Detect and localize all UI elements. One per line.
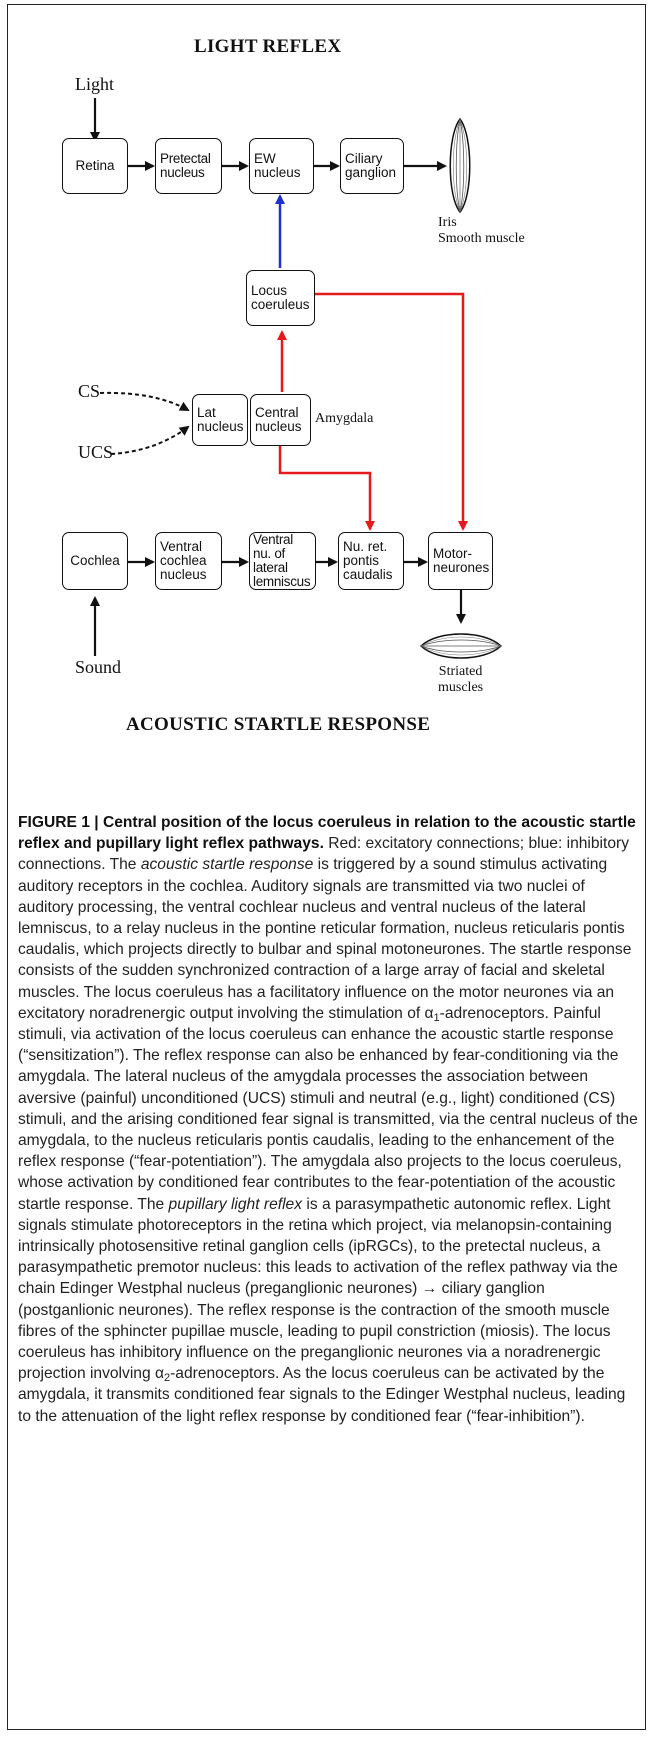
sound-label: Sound xyxy=(75,657,122,677)
amygdala-label: Amygdala xyxy=(315,411,374,426)
cs-label: CS xyxy=(78,381,101,401)
arrow-cs-lat xyxy=(99,391,190,411)
acoustic-startle-title: ACOUSTIC STARTLE RESPONSE xyxy=(126,714,431,735)
ucs-label: UCS xyxy=(78,442,114,462)
ciliary-ganglion-box: Ciliary ganglion xyxy=(340,138,404,194)
arrow-locus-motor xyxy=(315,292,468,531)
iris-label: Iris Smooth muscle xyxy=(438,215,525,246)
central-nucleus-box: Central nucleus xyxy=(250,394,311,446)
motor-neurones-box: Motor-neurones xyxy=(428,532,493,590)
iris-smooth-muscle-icon xyxy=(449,117,471,214)
arrow-central-nuret xyxy=(278,443,375,531)
diagram-connections xyxy=(90,98,503,659)
striated-muscle-icon xyxy=(419,633,503,659)
ew-nucleus-box: EW nucleus xyxy=(249,138,314,194)
light-reflex-title: LIGHT REFLEX xyxy=(194,36,342,57)
cochlea-box: Cochlea xyxy=(62,532,128,590)
arrow-ucs-lat xyxy=(110,425,190,455)
nu-ret-pontis-caudalis-box: Nu. ret. pontis caudalis xyxy=(338,532,404,590)
diagram: LIGHT REFLEX Light Retina Pretectal nucl… xyxy=(18,24,637,804)
lat-nucleus-box: Lat nucleus xyxy=(192,394,248,446)
ventral-nu-lateral-lemniscus-box: Ventral nu. of lateral lemniscus xyxy=(249,532,316,590)
light-label: Light xyxy=(75,74,114,94)
ventral-cochlea-nucleus-box: Ventral cochlea nucleus xyxy=(155,532,222,590)
locus-coeruleus-box: Locus coeruleus xyxy=(246,270,315,326)
striated-muscles-label: Striated muscles xyxy=(438,664,484,695)
pretectal-nucleus-box: Pretectal nucleus xyxy=(155,138,222,194)
caption-lead: FIGURE 1 | Central position of the locus… xyxy=(18,814,636,853)
figure-caption: FIGURE 1 | Central position of the locus… xyxy=(18,814,638,1425)
retina-box: Retina xyxy=(62,138,128,194)
